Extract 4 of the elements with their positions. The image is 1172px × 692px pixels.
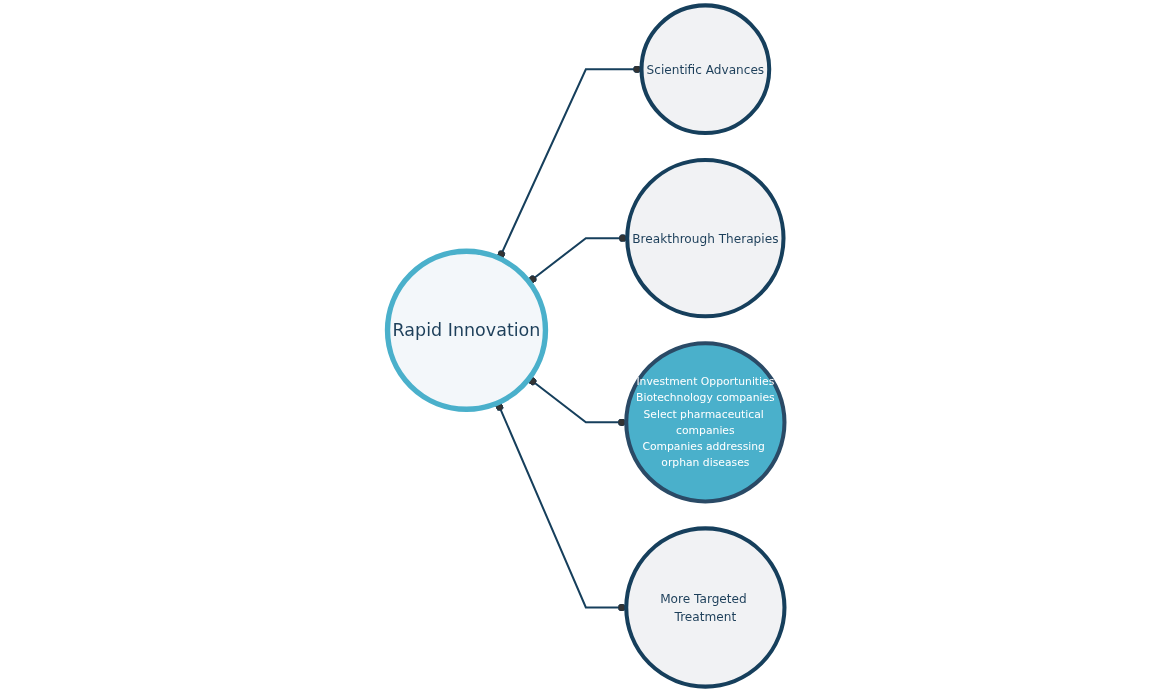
node-circle: More Targeted Treatment: [624, 526, 787, 689]
node-circle: Breakthrough Therapies: [625, 158, 786, 319]
node-circle: Scientific Advances: [639, 3, 772, 136]
node-circle: Rapid Innovation: [384, 248, 549, 412]
